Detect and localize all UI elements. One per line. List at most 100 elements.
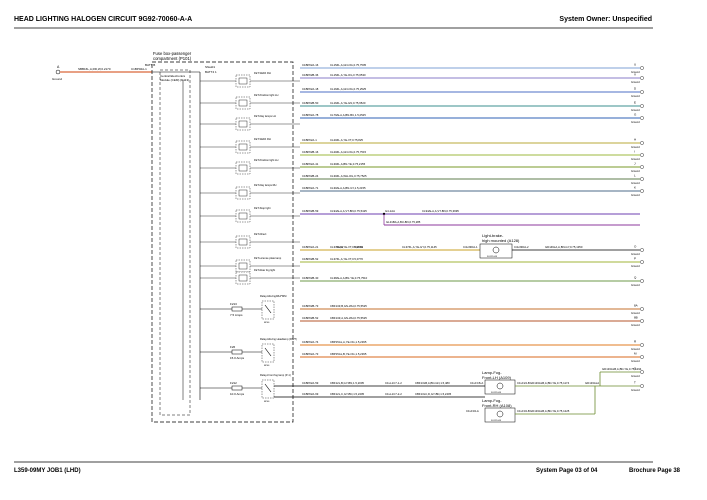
relay-label-2: Relay-Front fog lamp (P-1)	[260, 373, 291, 377]
fog-rh-ground-label: GD133ALB,A,BN-YE,0.75,1225	[530, 409, 570, 413]
footer-model: L359-09MY JOB1 (LHD)	[14, 468, 81, 474]
fog-splice-b: C1LL1C7-2-2	[385, 392, 402, 396]
relay-contact-icon-0	[264, 304, 272, 314]
fet-label-8: FET-License plate lamp	[254, 256, 282, 260]
wire-row-dest-0: U	[634, 63, 636, 67]
wire-row-ground-15: Ground	[631, 311, 640, 315]
row-layer: C1BP02A-16 CL15ZL,A,GN-OG,0.75,7505 U Groun…	[300, 63, 644, 392]
fet-label-0: FET-Width RH	[254, 71, 271, 75]
fet-switch-icon-5	[238, 189, 248, 197]
wire-row-connector-0: C1BP02A-16	[302, 63, 319, 67]
fet-switch-icon-3	[238, 143, 248, 151]
wire-row-terminal-icon-1	[640, 76, 644, 80]
wire-row-label-5: CL20ZL,A,YE-VT,0.75,825	[330, 138, 363, 142]
wire-row-connector-6: C1BP02B-16	[302, 150, 319, 154]
wire-row-connector-13: C1BP02B-52	[302, 257, 319, 261]
wire-row-connector-4: C1BP02A-78	[302, 113, 319, 117]
wire-row-ground-2: Ground	[631, 94, 640, 98]
relay-pin-tag-1: BP46	[264, 365, 270, 367]
wire-row-label-7: CL30ZL,A,BN-YE,0.75,2155	[330, 162, 366, 166]
wire-row-label-13: CL37ZL,A,YE-VT,0.5,0770	[330, 257, 363, 261]
stop-lamp-wire-label: CL37ZL,A,YE-GY,0.75,1145	[402, 245, 437, 249]
stop-lamp-part-tag: 5U121045	[487, 256, 498, 258]
wire-row-connector-8: C1BP02B-24	[302, 174, 319, 178]
fog-gd-label: GD133ALA	[585, 381, 599, 385]
fuse-name-1: F26	[230, 345, 236, 349]
source-connector-icon	[55, 69, 61, 75]
wire-row-terminal-icon-18	[640, 355, 644, 359]
fet-label-6: FET-Stop light	[254, 206, 271, 210]
wire-row-label-9: CL30ALA,A,BN-GY,1.5,2155	[330, 186, 366, 190]
fog-lamp-lh-component: Lamp-Fog- Front-LH (A109) 5U121045 C1LFC…	[470, 370, 595, 395]
wire-row-dest-15: 8A	[634, 304, 638, 308]
fog-lh-title-1: Lamp-Fog-	[482, 370, 502, 375]
fuse-icon-2	[231, 385, 243, 391]
wire-row-label-10: CL94ALA,A,VT-BN,0.75,5425	[330, 209, 367, 213]
cem-outline	[159, 69, 191, 416]
wire-row-terminal-icon-7	[640, 165, 644, 169]
fog-lh-pin-b: C1LF24-B	[517, 381, 530, 385]
relay-label-1: Relay-Moving Headlamp (RH/*I)	[260, 337, 297, 341]
wire-row-ground-8: Ground	[631, 181, 640, 185]
fet-box-9	[235, 271, 251, 285]
wire-row-connector-17: C1BP02A-74	[302, 340, 319, 344]
wire-row-ground-5: Ground	[631, 145, 640, 149]
wire-row-terminal-icon-9	[640, 189, 644, 193]
wire-row-ground-6: Ground	[631, 157, 640, 161]
wire-row-terminal-icon-14	[640, 279, 644, 283]
wire-row-dest-4: G	[634, 113, 637, 117]
wire-row-dest-1: V	[634, 73, 636, 77]
wire-row-ground-18: Ground	[631, 359, 640, 363]
fog-lh-part-tag: 5U121045	[491, 392, 502, 394]
wire-row-dest-19: S	[634, 367, 636, 371]
fog-feed-connector-0: C1BP02A-59	[302, 381, 319, 385]
footer-system-page: System Page 03 of 04	[536, 468, 598, 474]
splice-label-g4b: CL94ALA,A,VT-BN,0.75,3995	[422, 209, 459, 213]
fet-box-0	[235, 74, 251, 88]
fog-rh-box	[484, 407, 516, 423]
wire-row-dest-8: L	[634, 174, 636, 178]
stop-lamp-title-2: high mounted (A128)	[482, 238, 520, 243]
stop-lamp-pin-a: C4L33DA-1	[463, 245, 478, 249]
relay-contact-icon-1	[264, 347, 272, 357]
wire-row-label-17: CBP15AL,A,YE-OG,1.5,2395	[330, 340, 367, 344]
fet-label-4: FET-Position light LH	[254, 158, 278, 162]
relay-pin-tag-2: BP46	[264, 401, 270, 403]
fet-label-2: FET-Day lamps LH	[254, 114, 276, 118]
cem-label-1: Central Electronics	[160, 74, 186, 78]
wire-row-dest-12: O	[634, 245, 637, 249]
fet-switch-icon-6	[238, 212, 248, 220]
wire-row-terminal-icon-17	[640, 343, 644, 347]
wire-row-connector-14: C1BP02B-30	[302, 276, 319, 280]
fet-layer: FET-Width RH FET-Position light LH FET-Day…	[200, 71, 300, 285]
wire-row-terminal-icon-0	[640, 66, 644, 70]
relay-box-0	[261, 300, 275, 320]
wire-row-label-6: CL20ZL,A,GN-OG,0.75,7515	[330, 150, 367, 154]
wire-row-terminal-icon-13	[640, 260, 644, 264]
wire-row-dest-17: R	[634, 340, 637, 344]
wire-row-ground-12: Ground	[631, 252, 640, 256]
wire-row-ground-0: Ground	[631, 70, 640, 74]
wire-row-ground-13: Ground	[631, 264, 640, 268]
cem-label-2: Module (CEM) (D113)	[160, 78, 189, 82]
stop-lamp-pin-b: C4L33DA-2	[514, 245, 529, 249]
wire-row-label-16: CBF13Z,A,GN-WH,0.75,5525	[330, 316, 367, 320]
source-batt-label: BATT B	[145, 63, 155, 67]
fog-lh-box	[484, 379, 516, 395]
system-owner: System Owner: Unspecified	[559, 16, 652, 23]
wire-row-label-4: CL79ALA,A,BN-BU,1.5,2525	[330, 113, 366, 117]
stop-lamp-title-1: Light-brake-	[482, 233, 504, 238]
wire-row-connector-16: C1BP02B-52	[302, 316, 319, 320]
wire-row-label-0: CL15ZL,A,GN-OG,0.75,7505	[330, 63, 367, 67]
stop-lamp-box	[479, 243, 513, 259]
splice-label-c4b: C4A4A	[354, 245, 363, 249]
fuse-name-0: F213	[230, 302, 237, 306]
fet-label-3: FET-Width RH	[254, 137, 271, 141]
wire-row-connector-9: C1BP02A-71	[302, 186, 319, 190]
relay-box-2	[261, 379, 275, 399]
wire-row-label-1: CL15ZL,A,YE-OG,0.75,6530	[330, 73, 366, 77]
fuse-name-2: F212	[230, 381, 237, 385]
fet-box-2	[235, 117, 251, 131]
